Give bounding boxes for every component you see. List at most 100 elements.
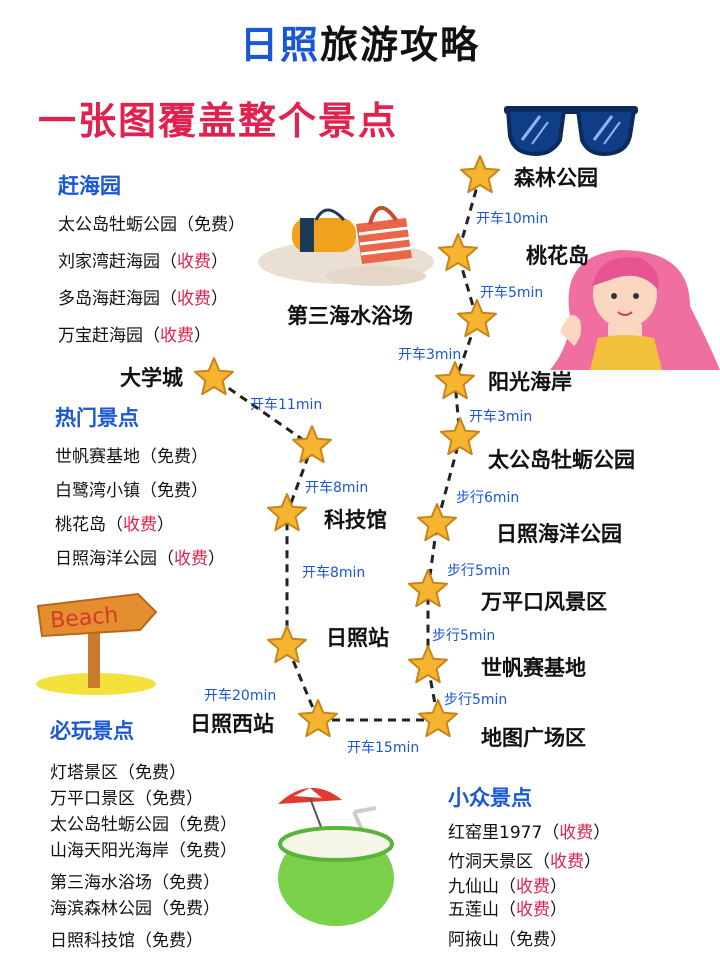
fee-open-paren: （: [169, 841, 186, 861]
star-icon: [408, 569, 448, 608]
fee-close-paren: ）: [169, 763, 186, 783]
fee-close-paren: ）: [584, 852, 601, 872]
fee-label: 免费: [152, 931, 186, 951]
list-item: 日照科技馆（免费）: [50, 926, 237, 952]
spot-name: 海滨森林公园: [50, 899, 152, 919]
list-item: 万平口景区（免费）: [50, 784, 237, 810]
girl-illustration-icon: [550, 250, 720, 370]
stop-daxue-label: 大学城: [120, 366, 183, 390]
fee-open-paren: （: [106, 515, 123, 535]
spot-name: 红窑里1977: [448, 823, 543, 843]
fee-label: 收费: [559, 823, 594, 843]
fee-close-paren: ）: [211, 289, 228, 309]
fee-open-paren: （: [160, 289, 177, 309]
fee-open-paren: （: [169, 815, 186, 835]
list-item: 竹洞天景区（收费）: [448, 847, 610, 872]
fee-close-paren: ）: [157, 515, 174, 535]
fee-label: 免费: [157, 481, 191, 501]
list-item: 太公岛牡蛎公园（免费）: [58, 210, 245, 247]
fee-label: 免费: [152, 789, 186, 809]
fee-open-paren: （: [542, 823, 560, 843]
spot-name: 世帆赛基地: [55, 447, 140, 467]
stop-yangguang-label: 阳光海岸: [488, 370, 572, 394]
fee-close-paren: ）: [186, 789, 203, 809]
beach-sign-text: Beach: [49, 603, 119, 634]
star-icon: [440, 417, 480, 456]
spot-name: 多岛海赶海园: [58, 289, 160, 309]
title-highlight: 日照: [239, 23, 320, 67]
star-icon: [292, 425, 332, 464]
page-subtitle: 一张图覆盖整个景点: [38, 99, 399, 143]
stop-shifan-label: 世帆赛基地: [481, 656, 586, 680]
transport-label: 开车10min: [476, 211, 549, 227]
fee-label: 收费: [123, 515, 157, 535]
transport-label: 开车3min: [398, 347, 462, 363]
spot-name: 万平口景区: [50, 789, 135, 809]
list-item: 多岛海赶海园（收费）: [58, 284, 245, 321]
transport-label: 步行5min: [444, 692, 508, 708]
fee-label: 免费: [169, 899, 203, 919]
list-item: 红窑里1977（收费）: [448, 818, 610, 847]
stop-kejiguan-label: 科技馆: [324, 508, 387, 532]
star-icon: [435, 361, 475, 400]
spot-name: 日照科技馆: [50, 931, 135, 951]
fee-label: 免费: [186, 841, 220, 861]
fee-close-paren: ）: [550, 930, 567, 950]
star-icon: [267, 625, 307, 664]
spot-name: 山海天阳光海岸: [50, 841, 169, 861]
beach-sign-icon: Beach: [36, 592, 158, 695]
list-item: 白鹭湾小镇（免费）: [55, 476, 225, 510]
title-rest: 旅游攻略: [320, 23, 481, 67]
fee-label: 收费: [516, 900, 550, 920]
spot-name: 日照海洋公园: [55, 549, 157, 569]
stop-haiyang-label: 日照海洋公园: [496, 522, 622, 546]
fee-label: 免费: [169, 873, 203, 893]
fee-open-paren: （: [499, 900, 516, 920]
fee-close-paren: ）: [220, 841, 237, 861]
transport-label: 开车15min: [347, 740, 420, 756]
fee-open-paren: （: [152, 899, 169, 919]
transport-label: 开车8min: [302, 565, 366, 581]
fee-close-paren: ）: [203, 873, 220, 893]
fee-close-paren: ）: [228, 215, 245, 235]
sunglasses-icon: [504, 106, 638, 157]
fee-close-paren: ）: [194, 326, 211, 346]
fee-open-paren: （: [140, 447, 157, 467]
niche-list: 红窑里1977（收费） 竹洞天景区（收费） 九仙山（收费） 五莲山（收费） 阿掖…: [448, 818, 610, 951]
transport-label: 步行5min: [447, 563, 511, 579]
ganhaiyuan-list: 太公岛牡蛎公园（免费） 刘家湾赶海园（收费） 多岛海赶海园（收费） 万宝赶海园（…: [58, 210, 245, 358]
fee-label: 免费: [157, 447, 191, 467]
fee-close-paren: ）: [593, 823, 611, 843]
fee-label: 收费: [160, 326, 194, 346]
spot-name: 五莲山: [448, 900, 499, 920]
transport-label: 步行6min: [456, 490, 520, 506]
transport-label: 开车3min: [469, 409, 533, 425]
fee-label: 收费: [177, 289, 211, 309]
star-icon: [298, 699, 338, 738]
fee-label: 免费: [135, 763, 169, 783]
list-item: 桃花岛（收费）: [55, 510, 225, 544]
fee-close-paren: ）: [191, 447, 208, 467]
spot-name: 竹洞天景区: [448, 852, 533, 872]
transport-label: 开车8min: [305, 480, 369, 496]
fee-open-paren: （: [160, 252, 177, 272]
fee-label: 收费: [177, 252, 211, 272]
section-heading-must: 必玩景点: [50, 719, 134, 743]
list-item: 刘家湾赶海园（收费）: [58, 247, 245, 284]
stop-ditu-label: 地图广场区: [481, 726, 586, 750]
star-icon: [194, 357, 234, 396]
spot-name: 太公岛牡蛎公园: [50, 815, 169, 835]
list-item: 九仙山（收费）: [448, 872, 610, 897]
star-icon: [408, 645, 448, 684]
spot-name: 灯塔景区: [50, 763, 118, 783]
fee-label: 免费: [194, 215, 228, 235]
list-item: 世帆赛基地（免费）: [55, 442, 225, 476]
list-item: 万宝赶海园（收费）: [58, 321, 245, 358]
fee-close-paren: ）: [211, 252, 228, 272]
spot-name: 白鹭湾小镇: [55, 481, 140, 501]
stop-senlin-label: 森林公园: [514, 166, 598, 190]
list-item: 灯塔景区（免费）: [50, 758, 237, 784]
coconut-drink-icon: [278, 787, 394, 926]
spot-name: 刘家湾赶海园: [58, 252, 160, 272]
